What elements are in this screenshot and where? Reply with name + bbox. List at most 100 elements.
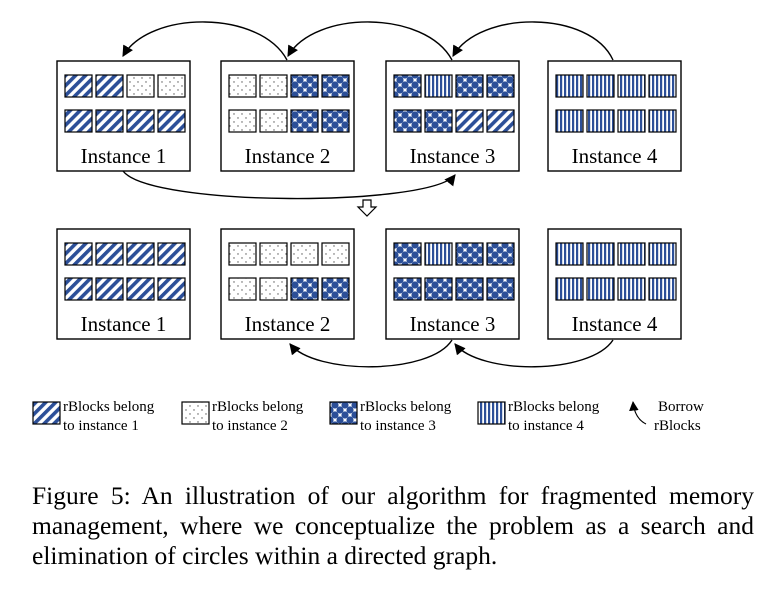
- rblock-instance-3: [290, 277, 319, 301]
- legend-line-1: rBlocks belong: [212, 399, 304, 415]
- after-arrows: [289, 339, 614, 368]
- legend-line-1: Borrow: [658, 399, 704, 415]
- borrow-arrow-1-to-3: [122, 170, 456, 200]
- rblock-instance-4: [617, 109, 646, 133]
- borrow-arrow-4-to-3-after: [454, 339, 614, 368]
- rblock-instance-1: [64, 109, 93, 133]
- legend-line-1: rBlocks belong: [360, 399, 452, 415]
- rblock-instance-2: [259, 242, 288, 266]
- figure-caption: Figure 5: An illustration of our algorit…: [32, 481, 754, 570]
- legend-line-1: rBlocks belong: [508, 399, 600, 415]
- legend-line-2: to instance 4: [508, 418, 584, 434]
- rblock-instance-3: [393, 74, 422, 98]
- instance-label: Instance 2: [245, 312, 331, 336]
- legend-line-2: to instance 2: [212, 418, 288, 434]
- legend-line-1: rBlocks belong: [63, 399, 155, 415]
- rblock-instance-3: [393, 277, 422, 301]
- rblock-instance-3: [321, 74, 350, 98]
- rblock-instance-1: [157, 109, 186, 133]
- rblock-instance-3: [424, 109, 453, 133]
- rblock-instance-1: [95, 109, 124, 133]
- instance-label: Instance 4: [572, 312, 658, 336]
- rblock-instance-1: [486, 109, 515, 133]
- rblock-instance-4: [617, 74, 646, 98]
- rblock-instance-4: [648, 109, 677, 133]
- rblock-instance-1: [64, 242, 93, 266]
- after-row: Instance 1 Instance 2 Instance 3 Instanc…: [56, 228, 682, 340]
- rblock-instance-3: [486, 277, 515, 301]
- block-grid: [555, 242, 677, 301]
- legend-item-instance-3: rBlocks belong to instance 3: [329, 399, 452, 434]
- instance-box-before-3: Instance 3: [385, 60, 520, 172]
- legend-item-instance-2: rBlocks belong to instance 2: [181, 399, 304, 434]
- rblock-instance-1: [95, 277, 124, 301]
- rblock-instance-3: [455, 277, 484, 301]
- rblock-instance-1: [157, 242, 186, 266]
- rblock-instance-4: [555, 242, 584, 266]
- rblock-instance-1: [95, 242, 124, 266]
- transition-down-arrow-icon: [356, 199, 378, 217]
- rblock-instance-2: [259, 277, 288, 301]
- rblock-instance-3: [321, 109, 350, 133]
- instance-label: Instance 2: [245, 144, 331, 168]
- block-grid: [393, 242, 515, 301]
- rblock-instance-2: [290, 242, 319, 266]
- rblock-instance-3: [290, 74, 319, 98]
- instance-box-before-2: Instance 2: [220, 60, 355, 172]
- block-grid: [64, 74, 186, 133]
- borrow-arrow-icon: [629, 401, 647, 425]
- rblock-instance-1: [64, 277, 93, 301]
- legend: rBlocks belong to instance 1 rBlocks bel…: [32, 399, 704, 434]
- rblock-instance-1: [455, 109, 484, 133]
- legend-item-instance-4: rBlocks belong to instance 4: [477, 399, 600, 434]
- legend-item-borrow: Borrow rBlocks: [629, 399, 704, 434]
- block-grid: [228, 74, 350, 133]
- rblock-instance-4: [555, 109, 584, 133]
- instance-box-after-1: Instance 1: [56, 228, 191, 340]
- rblock-instance-4: [648, 74, 677, 98]
- rblock-instance-3: [486, 242, 515, 266]
- rblock-instance-4: [555, 74, 584, 98]
- instance-label: Instance 1: [81, 144, 167, 168]
- rblock-instance-2: [157, 74, 186, 98]
- rblock-instance-4: [586, 109, 615, 133]
- before-row: Instance 1 Instance 2 Instance 3 Instanc…: [56, 60, 682, 172]
- instance-label: Instance 3: [410, 144, 496, 168]
- rblock-instance-4: [424, 74, 453, 98]
- rblock-instance-2: [259, 74, 288, 98]
- rblock-instance-1: [126, 109, 155, 133]
- block-grid: [555, 74, 677, 133]
- rblock-instance-3: [321, 277, 350, 301]
- instance-box-after-3: Instance 3: [385, 228, 520, 340]
- rblock-instance-2: [126, 74, 155, 98]
- rblock-instance-1: [95, 74, 124, 98]
- rblock-instance-4: [586, 242, 615, 266]
- rblock-instance-4: [648, 277, 677, 301]
- borrow-arrow-3-to-2: [287, 21, 453, 61]
- instance-box-before-1: Instance 1: [56, 60, 191, 172]
- rblock-instance-2: [228, 277, 257, 301]
- block-grid: [393, 74, 515, 133]
- block-grid: [64, 242, 186, 301]
- rblock-instance-3: [424, 277, 453, 301]
- legend-line-2: rBlocks: [654, 418, 701, 434]
- legend-line-2: to instance 1: [63, 418, 139, 434]
- memory-diagram: Instance 1 Instance 2 Instance 3 Instanc…: [32, 21, 704, 434]
- rblock-instance-2: [228, 109, 257, 133]
- rblock-instance-2: [259, 109, 288, 133]
- rblock-instance-3: [290, 109, 319, 133]
- rblock-instance-4: [424, 242, 453, 266]
- rblock-instance-3: [455, 74, 484, 98]
- rblock-instance-3: [393, 242, 422, 266]
- rblock-instance-1: [126, 277, 155, 301]
- rblock-instance-2: [228, 74, 257, 98]
- instance-box-after-4: Instance 4: [547, 228, 682, 340]
- before-arrows: [122, 21, 614, 200]
- instance-box-after-2: Instance 2: [220, 228, 355, 340]
- instance-label: Instance 4: [572, 144, 658, 168]
- rblock-instance-4: [586, 74, 615, 98]
- rblock-instance-4: [555, 277, 584, 301]
- legend-line-2: to instance 3: [360, 418, 436, 434]
- rblock-instance-1: [126, 242, 155, 266]
- rblock-instance-2: [321, 242, 350, 266]
